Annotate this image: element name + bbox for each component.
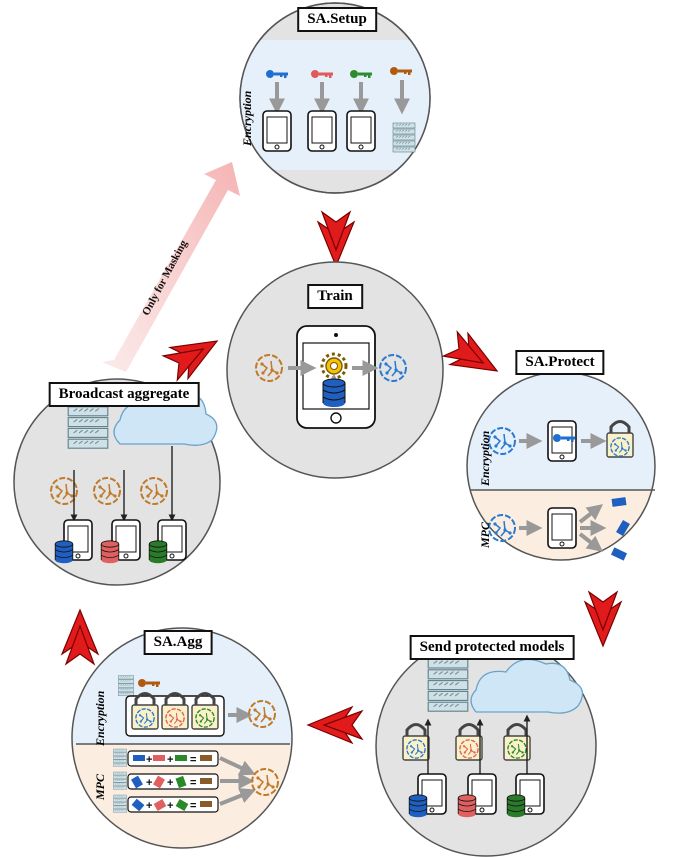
server-icon (113, 794, 127, 813)
server-icon (113, 771, 127, 790)
flow-arrow-setup-train (317, 211, 355, 267)
broadcast-title: Broadcast aggregate (48, 382, 200, 407)
svg-text:+: + (167, 777, 173, 789)
database-icon (100, 540, 120, 564)
phone-icon (262, 110, 292, 152)
setup-title: SA.Setup (297, 7, 377, 32)
phone-icon (307, 110, 337, 152)
svg-text:=: = (190, 800, 196, 812)
send-node (375, 635, 597, 857)
flow-arrow-broadcast-train (160, 324, 227, 385)
database-icon (322, 378, 346, 408)
train-title: Train (307, 284, 363, 309)
share-fragment (611, 497, 627, 507)
flow-arrow-send-agg (307, 706, 363, 744)
setup-section-label: Encryption (240, 90, 254, 146)
broadcast-node (13, 378, 221, 586)
flow-arrow-train-protect (440, 327, 507, 388)
flow-arrow-protect-send (584, 591, 622, 647)
phone-icon (346, 110, 376, 152)
train-node (226, 261, 444, 479)
send-title: Send protected models (409, 635, 575, 660)
protect-title: SA.Protect (515, 350, 605, 375)
svg-text:=: = (190, 754, 196, 766)
server-icon (427, 658, 469, 712)
masking-arrow (102, 162, 240, 372)
cloud-icon (470, 658, 584, 714)
svg-text:+: + (146, 800, 152, 812)
server-icon (118, 675, 134, 697)
protect-encryption-label: Encryption (478, 430, 492, 486)
server-icon (113, 748, 127, 767)
database-icon (457, 794, 477, 818)
agg-encryption-label: Encryption (93, 690, 107, 746)
agg-node: + + = + + = + + = (71, 627, 293, 849)
database-icon (148, 540, 168, 564)
share-fragment (616, 519, 630, 537)
agg-title: SA.Agg (143, 630, 213, 655)
svg-text:=: = (190, 777, 196, 789)
flow-arrow-agg-broadcast (61, 609, 99, 665)
svg-text:+: + (146, 777, 152, 789)
protect-mpc-label: MPC (478, 521, 492, 548)
share-fragment (610, 547, 628, 561)
setup-node (239, 2, 431, 194)
svg-text:+: + (146, 754, 152, 766)
server-icon (392, 122, 416, 153)
database-icon (506, 794, 526, 818)
database-icon (54, 540, 74, 564)
database-icon (408, 794, 428, 818)
phone-icon (547, 507, 577, 549)
svg-text:+: + (167, 800, 173, 812)
svg-text:+: + (167, 754, 173, 766)
agg-mpc-label: MPC (93, 773, 107, 800)
